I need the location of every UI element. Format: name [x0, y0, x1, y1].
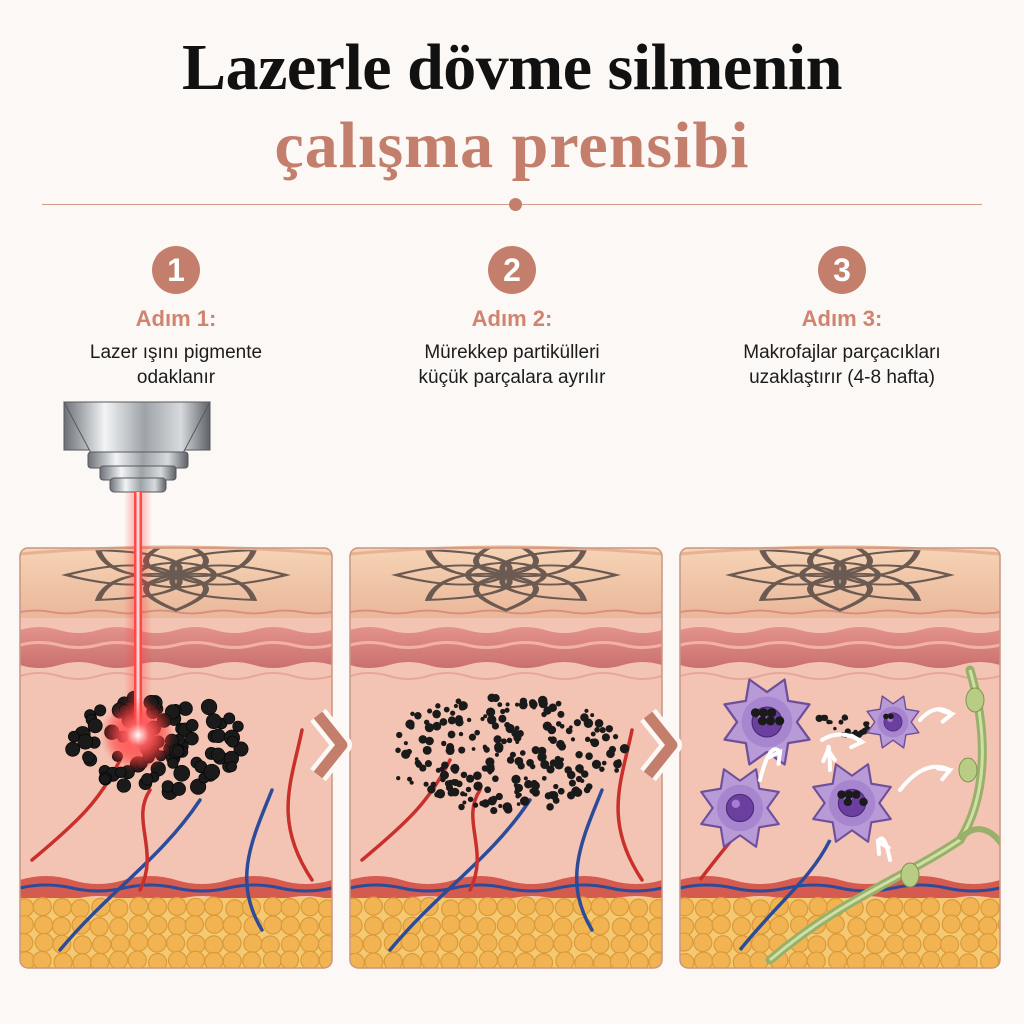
skin-block-1	[19, 545, 333, 969]
epidermis-layer	[20, 627, 332, 668]
step-2-label: Adım 2:	[471, 306, 553, 331]
skin-block-3	[679, 545, 1001, 969]
step-3-desc-line2: uzaklaştırır (4-8 hafta)	[749, 367, 935, 388]
dermal-artery-band	[20, 876, 332, 904]
step-3-badge: 3	[818, 246, 866, 294]
step-2-header: 2 Adım 2: Mürekkep partikülleri küçük pa…	[352, 246, 672, 390]
step-3-description: Makrofajlar parçacıkları uzaklaştırır (4…	[682, 340, 1002, 390]
laser-beam	[100, 492, 176, 773]
step-1-header: 1 Adım 1: Lazer ışını pigmente odaklanır	[16, 246, 336, 390]
macrophage-3	[700, 768, 780, 848]
divider-dot	[509, 198, 522, 211]
chevron-right-icon-1	[313, 711, 348, 779]
arrow-upward	[821, 744, 837, 772]
macrophage-1	[723, 678, 811, 766]
arrow-debris-to-macrophage	[820, 732, 867, 750]
laser-handpiece-icon	[63, 401, 211, 493]
arrow-to-lymph-upper	[918, 707, 957, 724]
migration-arrows	[758, 707, 957, 862]
step-3-header: 3 Adım 3: Makrofajlar parçacıkları uzakl…	[682, 246, 1002, 390]
skin-surface	[680, 548, 1000, 618]
epidermis-layer	[350, 627, 662, 668]
step-1-desc-line1: Lazer ışını pigmente	[89, 342, 263, 363]
step-2-badge: 2	[488, 246, 536, 294]
epidermis-layer	[680, 627, 1000, 668]
step-1-label: Adım 1:	[135, 306, 217, 331]
block-outline	[679, 547, 1001, 969]
macrophage-4	[812, 763, 892, 843]
ink-fragments	[395, 693, 630, 815]
skin-illustration	[19, 401, 1001, 969]
step-3-label: Adım 3:	[801, 306, 883, 331]
arrow-left-up	[758, 747, 783, 782]
step-2-description: Mürekkep partikülleri küçük parçalara ay…	[352, 340, 672, 390]
step-1-badge: 1	[152, 246, 200, 294]
arrow-bottom	[875, 836, 892, 862]
page-title: Lazerle dövme silmenin	[182, 31, 842, 104]
skin-surface	[350, 548, 662, 618]
page-subtitle: çalışma prensibi	[274, 109, 750, 182]
step-3-desc-line1: Makrofajlar parçacıkları	[743, 342, 941, 363]
step-2-desc-line1: Mürekkep partikülleri	[424, 342, 600, 363]
step-1-description: Lazer ışını pigmente odaklanır	[16, 340, 336, 390]
skin-surface	[20, 548, 332, 618]
lymph-vessel	[765, 665, 1000, 965]
step-1-desc-line2: odaklanır	[136, 367, 216, 388]
skin-block-2	[349, 545, 663, 969]
chevron-right-icon-2	[643, 711, 678, 779]
arrow-to-lymph-lower	[898, 764, 954, 792]
macrophage-2	[866, 695, 920, 749]
dermal-artery-band	[680, 876, 1000, 904]
step-2-desc-line2: küçük parçalara ayrılır	[418, 367, 606, 388]
